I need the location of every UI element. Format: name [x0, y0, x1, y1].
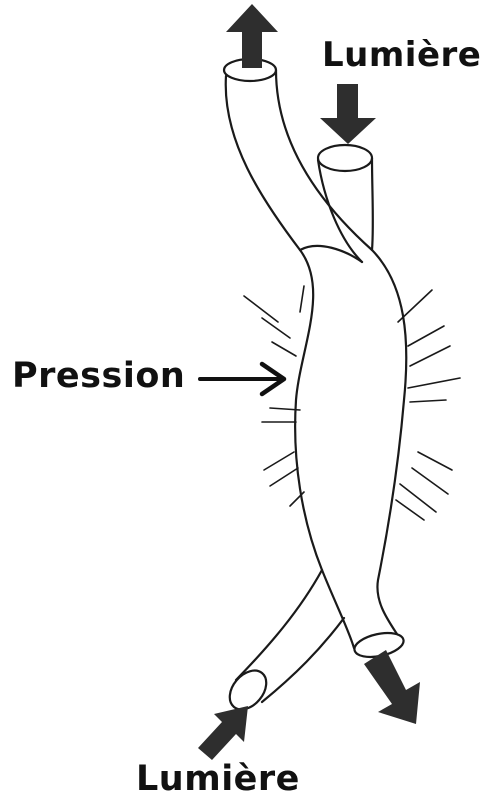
light-label-top: Lumière — [322, 38, 481, 72]
arrow-down-right-icon — [364, 650, 420, 724]
arrow-up-right-icon — [198, 706, 248, 760]
pressure-label: Pression — [12, 359, 185, 394]
arrow-up-icon — [226, 4, 278, 68]
pressure-rays — [244, 286, 460, 520]
pressure-arrow-icon — [200, 364, 284, 394]
arrow-down-icon — [320, 84, 376, 144]
light-label-bottom: Lumière — [136, 762, 300, 797]
fiber-front — [224, 59, 406, 661]
